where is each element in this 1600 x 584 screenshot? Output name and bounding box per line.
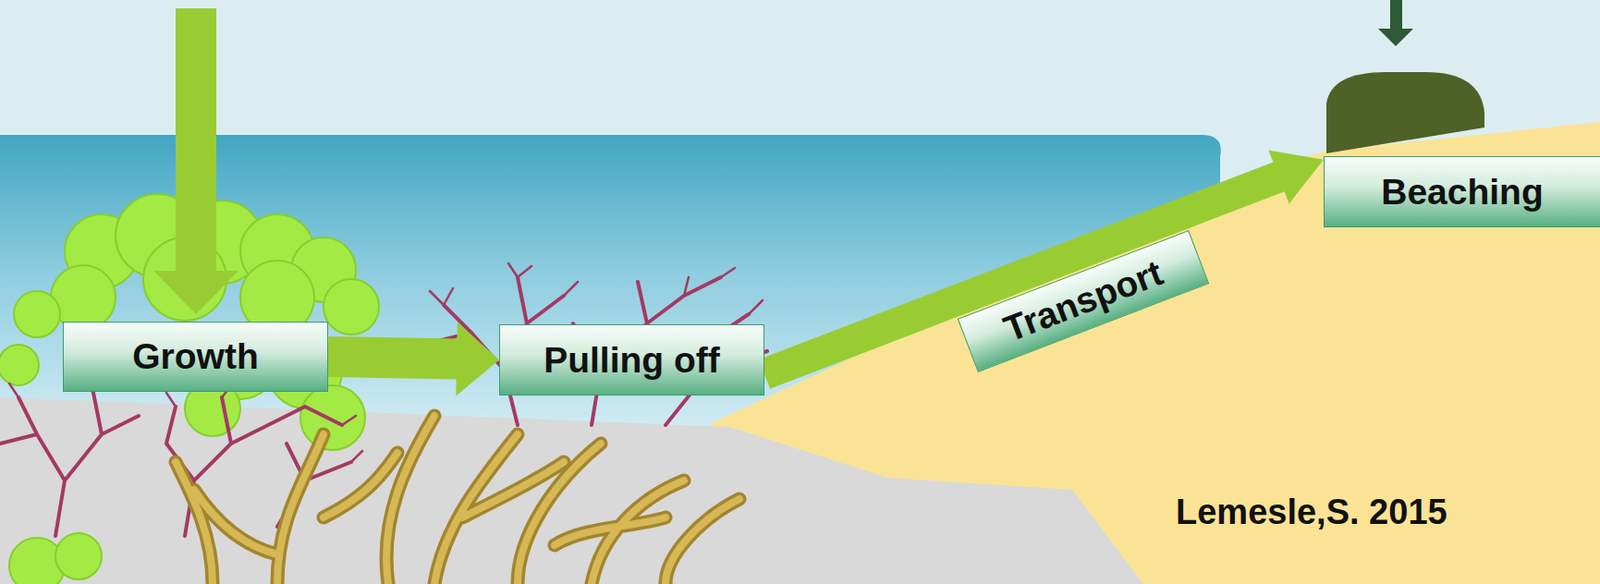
process-box: Pulling off: [499, 324, 765, 396]
flow-arrow: [328, 322, 500, 397]
input-arrow: [153, 8, 239, 315]
flow-arrow: [758, 150, 1324, 390]
input-arrow: [1378, 0, 1414, 47]
box-label: Growth: [132, 336, 258, 378]
process-box: Beaching: [1323, 156, 1600, 228]
beached-algae-mound: [1326, 72, 1485, 154]
process-box: Growth: [62, 321, 329, 392]
box-label: Beaching: [1380, 171, 1544, 213]
box-label: Pulling off: [543, 340, 721, 381]
brown-algae: [175, 415, 740, 584]
credit-label: Lemesle,S. 2015: [1175, 492, 1448, 533]
